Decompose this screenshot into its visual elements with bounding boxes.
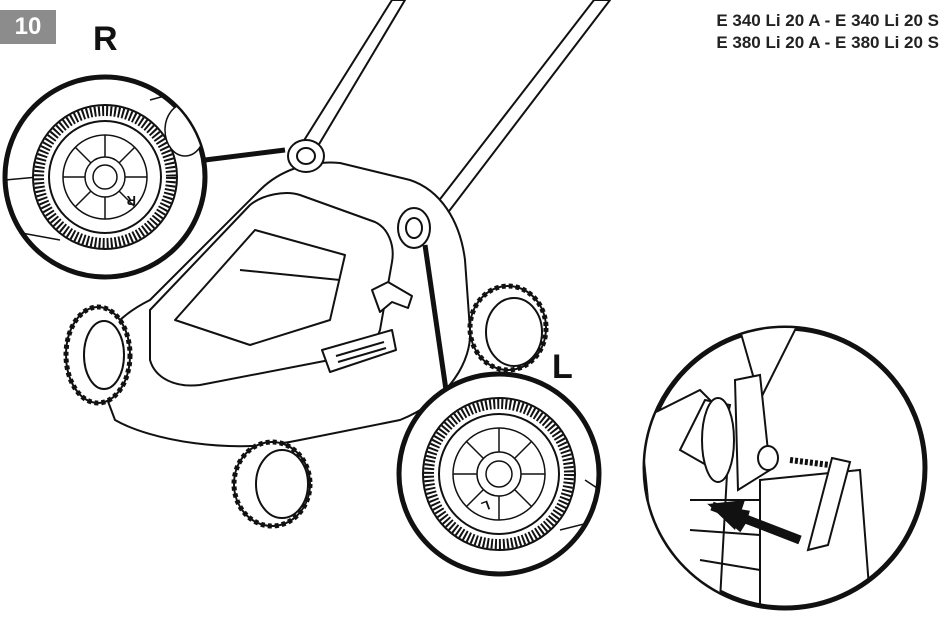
model-line-1: E 340 Li 20 A - E 340 Li 20 S	[716, 11, 939, 30]
wheel-front-left	[63, 304, 133, 406]
model-line-2: E 380 Li 20 A - E 380 Li 20 S	[716, 33, 939, 52]
release-clip	[806, 456, 852, 552]
mower-wheels	[63, 283, 549, 529]
detail-label-l: L	[552, 348, 573, 386]
wheel-rear-left	[231, 439, 313, 529]
callout-pivot-detail	[642, 325, 928, 611]
callout-left-wheel: L	[396, 371, 602, 577]
callout-right-wheel: R	[2, 74, 208, 280]
handle-lever	[371, 281, 413, 313]
handle-bar-left	[297, 0, 406, 157]
mower-body	[96, 0, 611, 448]
detail-label-r: R	[93, 20, 118, 58]
wheel-rear-right	[467, 283, 549, 373]
figure-number-badge: 10	[0, 10, 56, 44]
callout-leaders	[204, 147, 449, 391]
wheel-marking-r: R	[126, 193, 136, 208]
model-list: E 340 Li 20 A - E 340 Li 20 S E 380 Li 2…	[716, 10, 939, 54]
